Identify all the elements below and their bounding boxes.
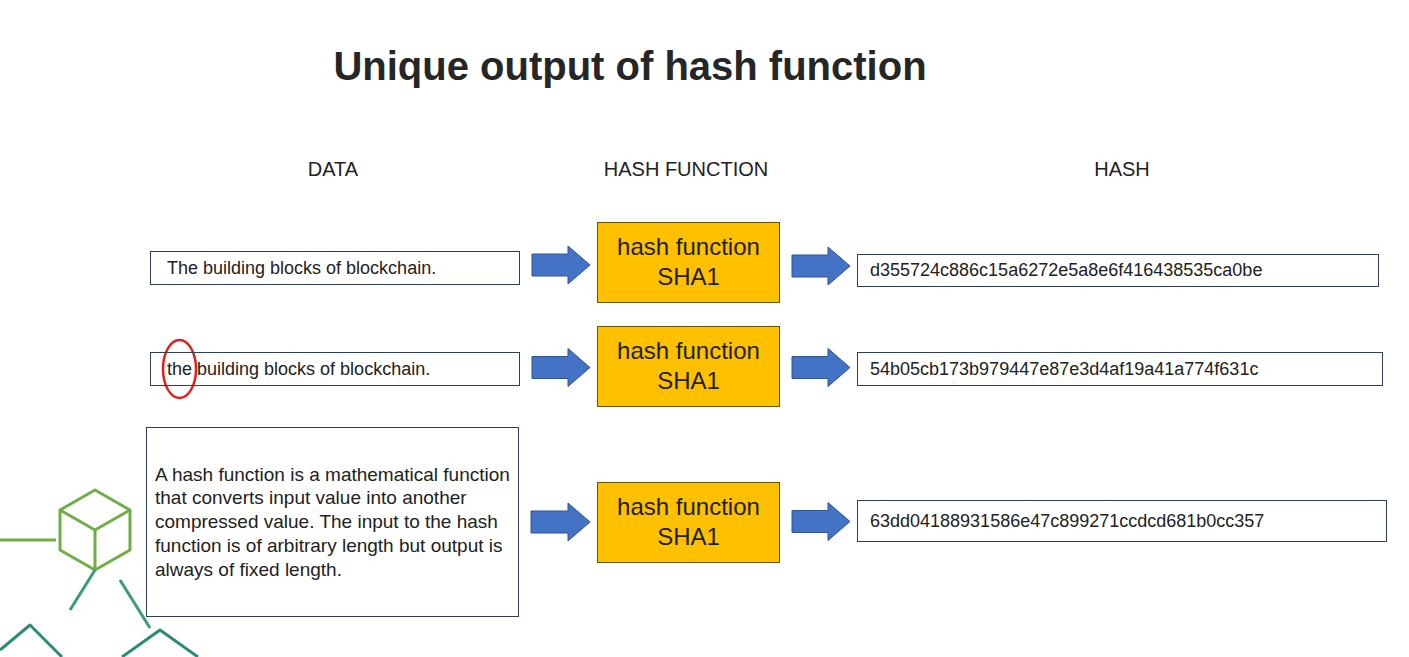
ornament-line: [0, 539, 56, 542]
block-arrow: [531, 503, 590, 541]
data-box: The building blocks of blockchain.: [150, 251, 520, 285]
cube-edge: [60, 510, 130, 530]
block-arrow: [532, 246, 590, 284]
box-text: A hash function is a mathematical functi…: [155, 463, 510, 582]
hash-function-box: hash function SHA1: [597, 326, 780, 407]
block-arrow: [532, 349, 590, 387]
block-arrow: [792, 503, 850, 541]
cube-edge: [94, 530, 97, 570]
box-text: the building blocks of blockchain.: [167, 358, 503, 381]
ornament-triangle: [122, 630, 198, 657]
box-text: hash function SHA1: [606, 232, 771, 292]
box-text: 63dd04188931586e47c899271ccdcd681b0cc357: [870, 510, 1374, 533]
box-text: The building blocks of blockchain.: [167, 257, 503, 280]
title: Unique output of hash function: [0, 44, 1260, 89]
data-box: A hash function is a mathematical functi…: [146, 427, 519, 617]
column-header: DATA: [308, 158, 358, 181]
column-header: HASH: [1094, 158, 1150, 181]
box-text: hash function SHA1: [606, 492, 771, 552]
block-arrow: [792, 247, 850, 285]
hash-function-box: hash function SHA1: [597, 482, 780, 563]
box-text: hash function SHA1: [606, 336, 771, 396]
hash-output-box: 54b05cb173b979447e87e3d4af19a41a774f631c: [857, 352, 1383, 386]
data-box: the building blocks of blockchain.: [150, 352, 520, 386]
hash-output-box: d355724c886c15a6272e5a8e6f416438535ca0be: [857, 254, 1379, 287]
ornament-triangle: [0, 625, 62, 657]
hash-function-box: hash function SHA1: [597, 222, 780, 303]
block-arrow: [792, 349, 850, 387]
cube-outline: [60, 490, 130, 570]
box-text: 54b05cb173b979447e87e3d4af19a41a774f631c: [870, 358, 1370, 381]
column-header: HASH FUNCTION: [604, 158, 768, 181]
ornament-line: [70, 570, 95, 610]
hash-output-box: 63dd04188931586e47c899271ccdcd681b0cc357: [857, 500, 1387, 542]
box-text: d355724c886c15a6272e5a8e6f416438535ca0be: [870, 259, 1366, 282]
